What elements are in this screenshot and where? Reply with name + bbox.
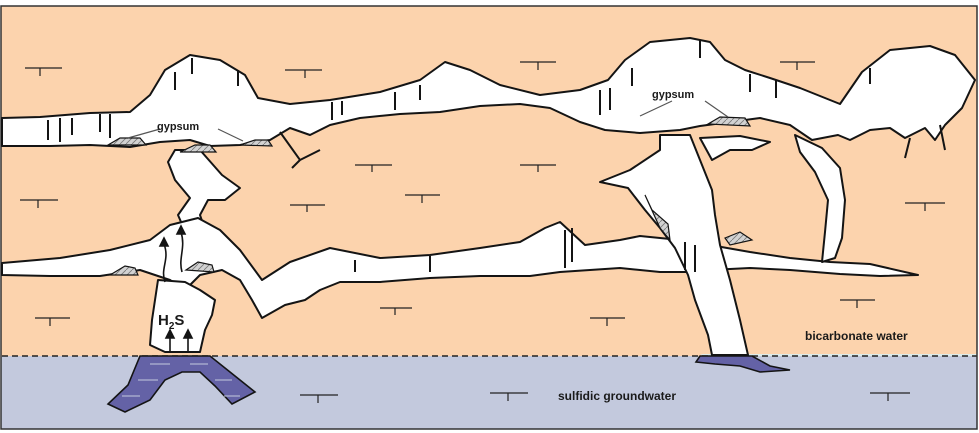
h2s-label-s: S	[174, 312, 184, 329]
gypsum-label-right: gypsum	[652, 89, 694, 101]
h2s-label-h: H	[158, 312, 169, 329]
bicarbonate-water-label: bicarbonate water	[805, 329, 908, 343]
sulfidic-groundwater-label: sulfidic groundwater	[558, 389, 676, 403]
gypsum-label-left: gypsum	[157, 121, 199, 133]
